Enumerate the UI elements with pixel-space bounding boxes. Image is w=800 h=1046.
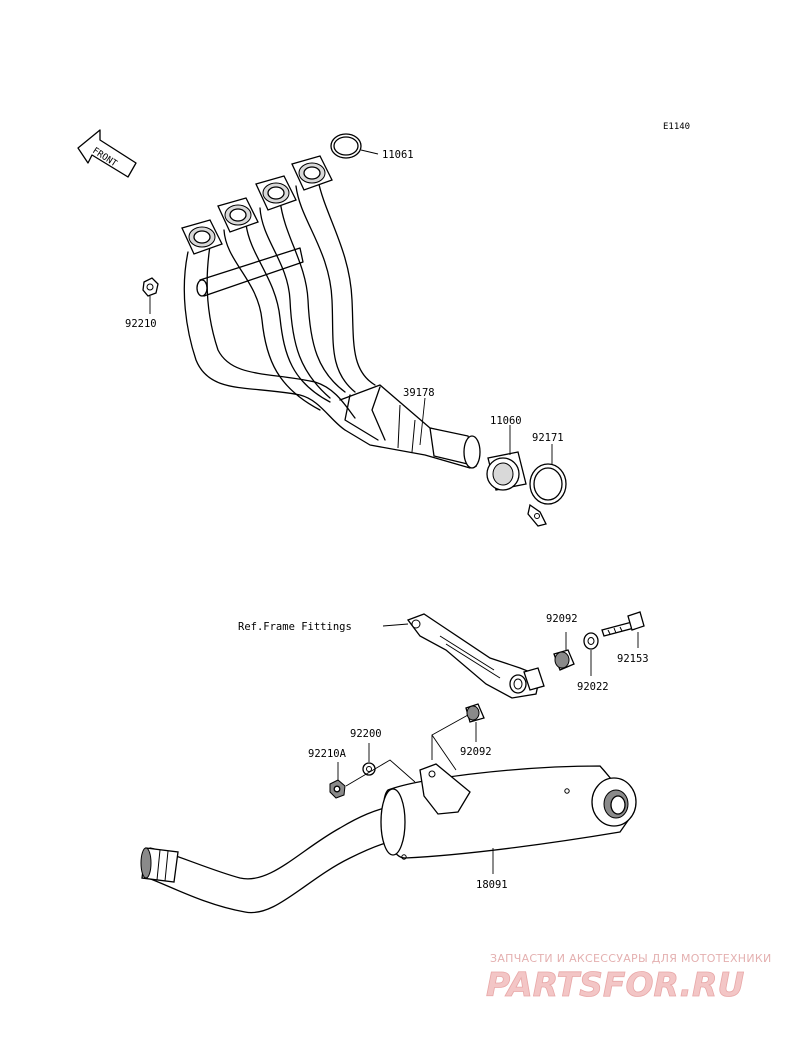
diagram-code: E1140 [663,122,690,132]
header-flange-1 [181,219,223,255]
part-label-92092-top: 92092 [546,613,578,625]
header-flange-3 [255,175,297,211]
exhaust-header-pipes [181,155,481,469]
exhaust-gasket-sleeve [486,451,527,491]
nut-icon [329,779,346,799]
part-label-92153: 92153 [617,653,649,665]
watermark-tagline: ЗАПЧАСТИ И АКСЕССУАРЫ ДЛЯ МОТОТЕХНИКИ [490,952,772,965]
part-label-92171: 92171 [532,432,564,444]
gasket-ring-icon [330,133,362,159]
bolt-icon [601,611,645,637]
part-label-18091: 18091 [476,879,508,891]
part-label-92092-bottom: 92092 [460,746,492,758]
header-flange-4 [291,155,333,191]
rubber-damper-icon [465,703,485,723]
part-label-92022: 92022 [577,681,609,693]
part-label-11060: 11060 [490,415,522,427]
part-label-92210: 92210 [125,318,157,330]
flange-nut-icon [142,277,159,297]
watermark-logo: PARTSFOR.RU [486,965,744,1004]
part-label-39178: 39178 [403,387,435,399]
muffler-silencer [140,763,637,914]
ref-frame-fittings-label: Ref.Frame Fittings [238,621,352,633]
washer-icon [362,762,376,776]
front-arrow-icon: FRONT [77,129,137,178]
header-flange-2 [217,197,259,233]
part-label-11061: 11061 [382,149,414,161]
part-label-92210A: 92210A [308,748,347,760]
muffler-bracket-arm [406,613,545,699]
part-label-92200: 92200 [350,728,382,740]
rubber-damper-icon [553,649,575,671]
exhaust-clamp-icon [527,463,567,527]
washer-icon [583,632,599,650]
